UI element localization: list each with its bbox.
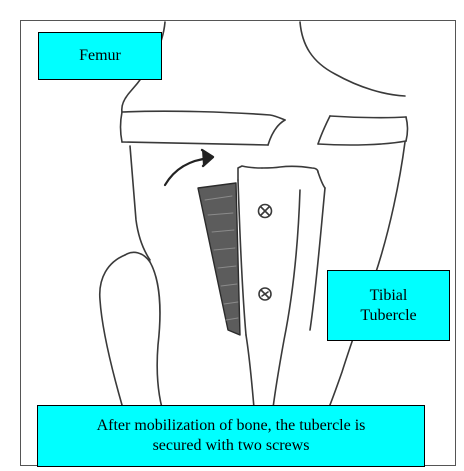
joint-line [121,111,408,145]
screw-head-icon [259,205,272,218]
caption-box: After mobilization of bone, the tubercle… [37,405,425,467]
caption-line2: secured with two screws [153,436,310,456]
caption-line1: After mobilization of bone, the tubercle… [97,416,366,436]
femur-label-text: Femur [79,46,121,65]
screw-head-icon [259,288,271,300]
tubercle-osteotomy [238,166,325,408]
curved-arrow-icon [165,150,213,185]
tibial-label-line2: Tubercle [360,306,416,325]
bone-graft-wedge [198,183,240,335]
tibial-label-line1: Tibial [370,286,408,305]
tibial-tubercle-label: Tibial Tubercle [327,270,450,341]
femur-bone [122,22,405,112]
femur-label: Femur [38,32,162,80]
fibula-bone [100,252,162,408]
